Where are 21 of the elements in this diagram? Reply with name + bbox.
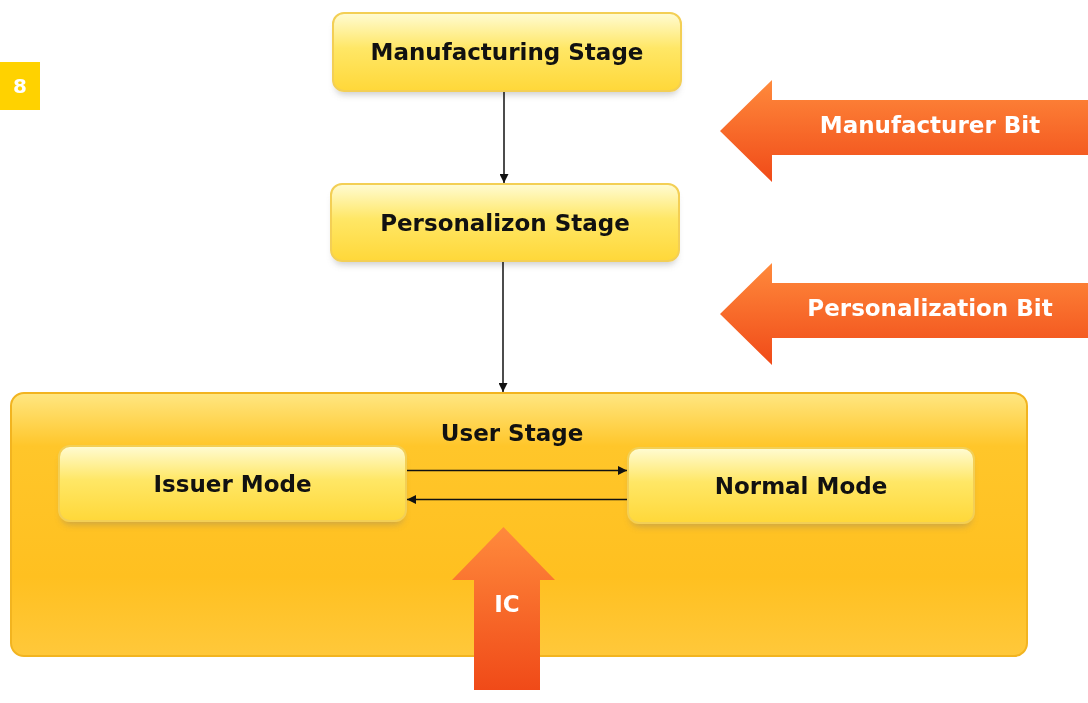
arrow <box>499 91 509 184</box>
arrow-label: Manufacturer Bit <box>818 112 1042 138</box>
arrow <box>406 495 628 504</box>
stage-label: Manufacturing Stage <box>370 39 644 65</box>
arrow-label: Personalization Bit <box>806 295 1054 321</box>
stage-label: Personalizon Stage <box>380 209 630 236</box>
stage-box <box>58 445 407 522</box>
stage-panel <box>10 392 1028 657</box>
stage-label: Normal Mode <box>714 472 888 499</box>
block-arrow <box>720 80 1088 182</box>
arrow <box>406 466 628 475</box>
stage-label: Issuer Mode <box>153 470 312 497</box>
arrow-label: IC <box>493 591 521 617</box>
stage-box <box>330 183 680 262</box>
arrow <box>498 261 508 393</box>
stage-box <box>627 447 975 524</box>
page-number-badge: 8 <box>0 62 40 110</box>
block-arrow <box>452 527 555 690</box>
block-arrow <box>720 263 1088 365</box>
stage-box <box>332 12 682 92</box>
stage-label: User Stage <box>439 420 585 446</box>
